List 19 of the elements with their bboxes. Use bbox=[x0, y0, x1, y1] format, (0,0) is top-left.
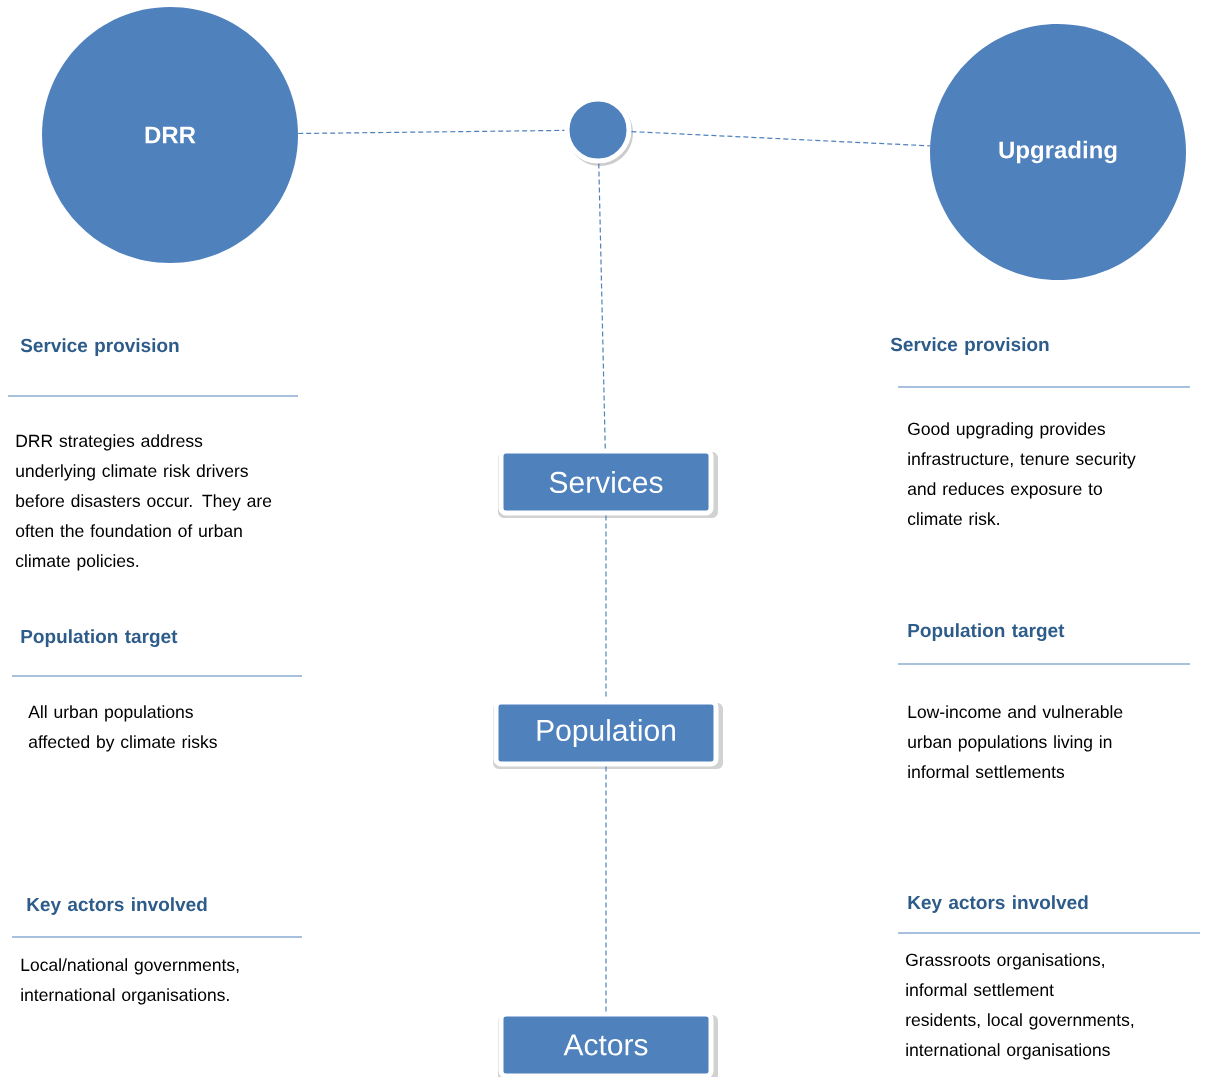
section-heading: Key actors involved bbox=[27, 897, 207, 915]
section-heading: Population target bbox=[21, 629, 178, 647]
section-heading: Key actors involved bbox=[908, 895, 1088, 913]
description-text: Low-income and vulnerable urban populations living in informal settlements bbox=[908, 705, 1123, 779]
section-heading: Service provision bbox=[20, 338, 179, 356]
dashed-line bbox=[598, 162, 606, 450]
description-text: Local/national governments, international organisations. bbox=[21, 958, 239, 1005]
description-text: All urban populations affected by climate risks bbox=[28, 705, 217, 752]
description-text: DRR strategies address underlying climate risk drivers before disasters occur. They are often the foundation of urban climate policies. bbox=[15, 434, 272, 571]
description-text: Good upgrading provides infrastructure, tenure security and reduces exposure to climate risk. bbox=[907, 422, 1136, 526]
dashed-line bbox=[297, 129, 566, 135]
description-text: Grassroots organisations, informal settlement residents, local governments, international organisations bbox=[906, 953, 1134, 1060]
label-box: Services bbox=[498, 448, 718, 518]
dashed-line bbox=[605, 765, 607, 1013]
dashed-line bbox=[630, 131, 931, 147]
label-box: Population bbox=[493, 699, 723, 769]
label-box: Actors bbox=[498, 1011, 718, 1077]
section-heading: Service provision bbox=[890, 337, 1049, 355]
section-heading: Population target bbox=[908, 623, 1065, 641]
